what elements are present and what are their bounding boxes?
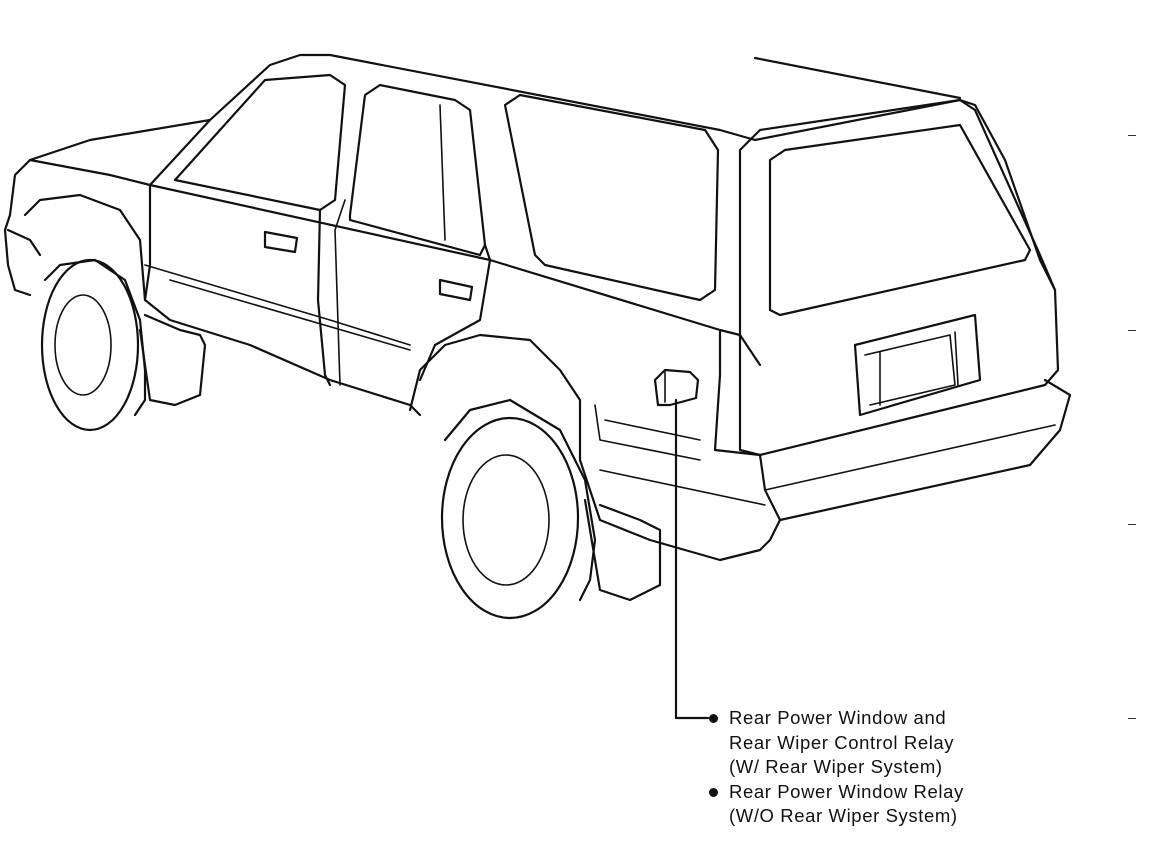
relay-callout: Rear Power Window and Rear Wiper Control… [709,706,1049,829]
bullet-icon [709,714,718,723]
callout-line: Rear Power Window and [729,707,947,728]
callout-line: (W/O Rear Wiper System) [729,805,958,826]
margin-tick [1128,330,1136,331]
callout-item-rear-power-window-and-wiper-relay: Rear Power Window and Rear Wiper Control… [709,706,1049,780]
vehicle-body [3,53,1072,620]
margin-tick [1128,135,1136,136]
margin-tick [1128,718,1136,719]
margin-tick [1128,524,1136,525]
callout-leader-line [674,398,710,720]
callout-line: Rear Power Window Relay [729,780,964,802]
callout-line: Rear Wiper Control Relay [729,731,955,753]
bullet-icon [709,787,718,797]
callout-line: (W/ Rear Wiper System) [729,756,943,777]
callout-item-rear-power-window-relay: Rear Power Window Relay (W/O Rear Wiper … [709,780,1049,829]
